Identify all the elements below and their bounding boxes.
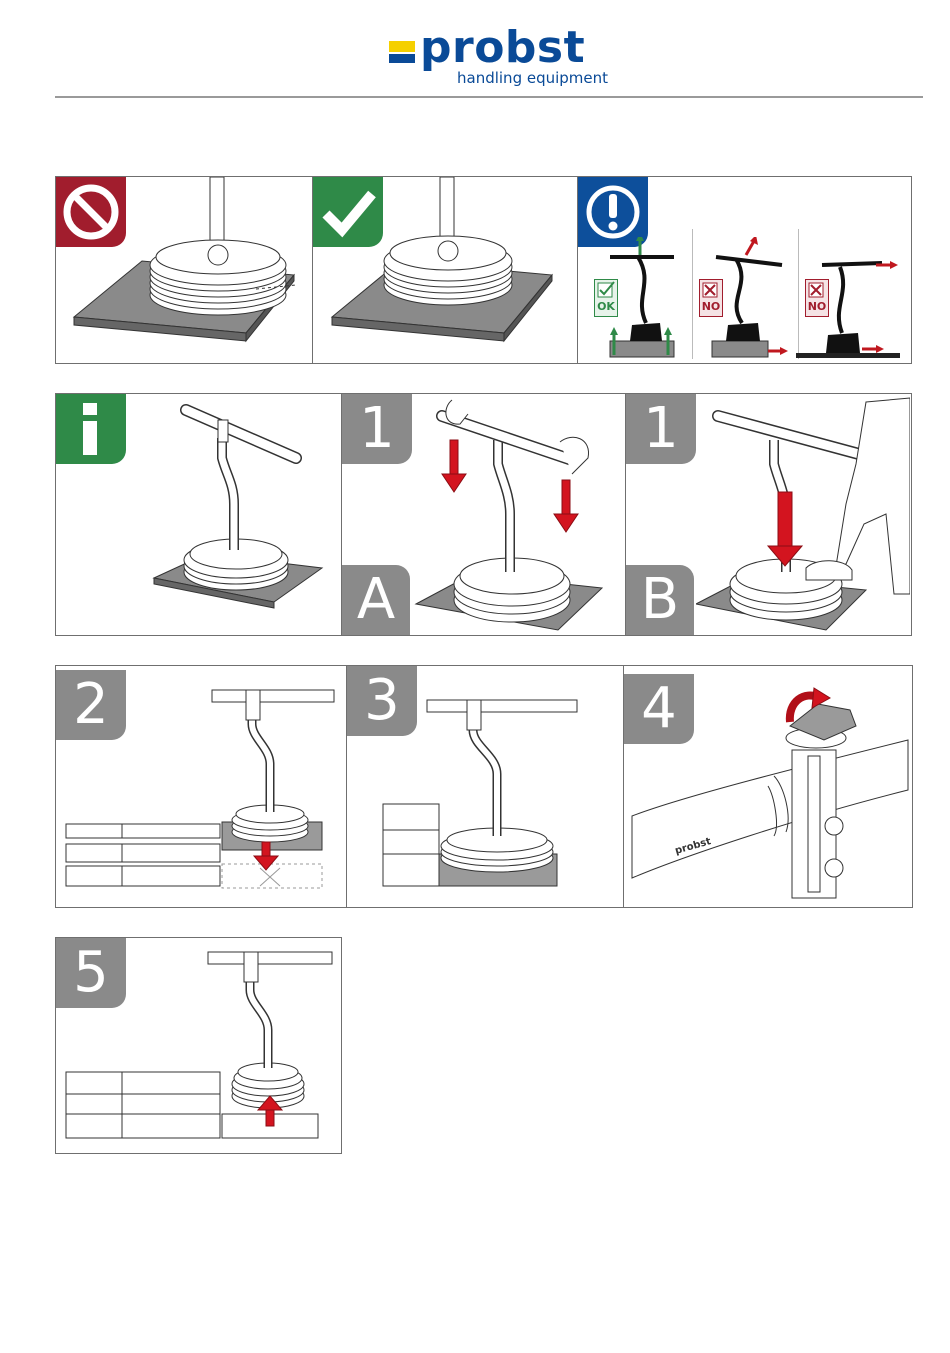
step-number-badge: 1 bbox=[342, 394, 412, 464]
step5-panel: 5 bbox=[55, 937, 342, 1154]
logo-yellow-bar bbox=[389, 41, 415, 52]
cross-box-icon bbox=[700, 280, 722, 300]
illustration-cup-wrong bbox=[70, 177, 310, 363]
info-badge bbox=[56, 394, 126, 464]
illustration-press-handle bbox=[412, 394, 624, 634]
no-label: NO bbox=[806, 300, 828, 314]
steps-2-4-panel: 2 3 bbox=[55, 665, 913, 908]
no-marker: NO bbox=[699, 279, 723, 317]
step1-panel: 1 A 1 B bbox=[55, 393, 912, 636]
illustration-cup-correct bbox=[328, 177, 568, 363]
no-marker: NO bbox=[805, 279, 829, 317]
exclamation-icon bbox=[583, 182, 643, 242]
step-number-badge: 1 bbox=[626, 394, 696, 464]
safety-panel: OK NO NO bbox=[55, 176, 912, 364]
illustration-place-load bbox=[56, 666, 346, 906]
logo-blue-bar bbox=[389, 54, 415, 63]
no-label: NO bbox=[700, 300, 722, 314]
ok-label: OK bbox=[595, 300, 617, 314]
step-variant-badge: A bbox=[342, 565, 410, 635]
illustration-release-valve: probst bbox=[624, 666, 912, 906]
illustration-lift-load bbox=[56, 938, 342, 1154]
logo-tagline: handling equipment bbox=[457, 68, 608, 88]
info-icon bbox=[71, 399, 111, 459]
check-box-icon bbox=[595, 280, 617, 300]
cross-box-icon bbox=[806, 280, 828, 300]
illustration-set-down bbox=[347, 666, 623, 906]
step-variant-badge: B bbox=[626, 565, 694, 635]
illustration-press-with-foot bbox=[696, 394, 910, 634]
ok-marker: OK bbox=[594, 279, 618, 317]
lifting-direction-diagram bbox=[586, 237, 906, 361]
illustration-vacuum-lifter bbox=[146, 394, 336, 634]
header-divider bbox=[55, 96, 923, 98]
